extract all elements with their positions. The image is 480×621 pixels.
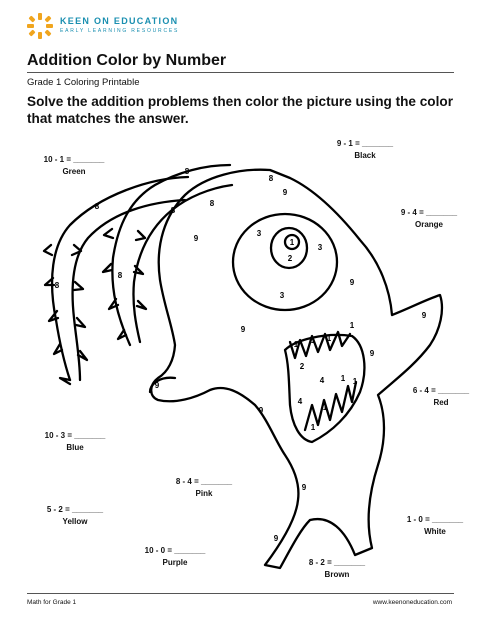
color-key-pink: 8 - 4 = _______ Pink [169, 477, 239, 498]
antenna-left-inner [71, 198, 187, 382]
key-problem: 8 - 4 = _______ [175, 477, 233, 486]
key-problem: 10 - 1 = _______ [43, 155, 105, 164]
teeth-bottom [303, 380, 358, 432]
key-color: White [424, 527, 446, 536]
key-color: Pink [195, 489, 213, 498]
antenna-right-outer [111, 163, 232, 347]
brand-tagline: EARLY LEARNING RESOURCES [60, 28, 180, 34]
color-key-brown: 8 - 2 = _______ Brown [302, 558, 372, 579]
region-number: 9 [274, 534, 279, 543]
region-number: 8 [269, 174, 274, 183]
color-key-orange: 9 - 4 = _______ Orange [394, 208, 464, 229]
region-number: 8 [185, 167, 190, 176]
eye-outer [231, 212, 339, 312]
color-key-yellow: 5 - 2 = _______ Yellow [40, 505, 110, 526]
region-number: 8 [55, 281, 60, 290]
brand-logo: KEEN ON EDUCATION EARLY LEARNING RESOURC… [26, 12, 226, 46]
antenna-left-spikes [42, 243, 89, 386]
antenna-right-spikes [101, 227, 148, 341]
region-number: 9 [283, 188, 288, 197]
mouth-outline [283, 333, 366, 444]
key-problem: 1 - 0 = _______ [406, 515, 464, 524]
key-color: Orange [414, 220, 443, 229]
region-number: 4 [298, 397, 303, 406]
region-number: 1 [327, 334, 332, 343]
key-color: Yellow [62, 517, 88, 526]
sun-burst-logo-icon [27, 13, 53, 39]
color-key-white: 1 - 0 = _______ White [400, 515, 470, 536]
footer-website-link[interactable]: www.keenoneducation.com [372, 599, 452, 606]
page-title: Addition Color by Number [27, 52, 227, 69]
region-number: 1 [294, 340, 299, 349]
key-problem: 8 - 2 = _______ [308, 558, 366, 567]
region-number: 8 [118, 271, 123, 280]
region-number: 9 [194, 234, 199, 243]
region-number: 8 [95, 202, 100, 211]
key-problem: 9 - 4 = _______ [400, 208, 458, 217]
key-color: Red [433, 398, 449, 407]
region-number: 1 [323, 403, 328, 412]
region-number: 1 [290, 238, 295, 247]
page-subtitle: Grade 1 Coloring Printable [27, 77, 140, 88]
region-number: 8 [210, 199, 215, 208]
region-number: 2 [288, 254, 293, 263]
region-number: 9 [241, 325, 246, 334]
region-number: 1 [341, 374, 346, 383]
region-number: 1 [311, 423, 316, 432]
key-color: Brown [324, 570, 350, 579]
key-problem: 9 - 1 = _______ [336, 139, 394, 148]
eye-iris [269, 226, 309, 270]
brand-name: KEEN ON EDUCATION [60, 16, 179, 26]
region-number: 9 [302, 483, 307, 492]
body-outline [150, 168, 444, 570]
region-number: 3 [318, 243, 323, 252]
region-number: 1 [350, 321, 355, 330]
arm-left [148, 376, 177, 394]
region-number: 3 [257, 229, 262, 238]
key-color: Blue [66, 443, 84, 452]
color-key-green: 10 - 1 = _______ Green [39, 155, 109, 176]
teeth-top [288, 330, 352, 360]
region-number: 1 [311, 336, 316, 345]
eye-pupil [283, 233, 301, 251]
region-number: 8 [171, 206, 176, 215]
region-number: 9 [350, 278, 355, 287]
region-number: 9 [259, 406, 264, 415]
region-number: 9 [422, 311, 427, 320]
region-number: 9 [370, 349, 375, 358]
region-number: 1 [353, 377, 358, 386]
region-number: 3 [280, 291, 285, 300]
antenna-right-inner [132, 183, 234, 344]
key-problem: 10 - 0 = _______ [144, 546, 206, 555]
region-number: 2 [300, 362, 305, 371]
footer-grade-label: Math for Grade 1 [27, 599, 77, 606]
color-key-purple: 10 - 0 = _______ Purple [140, 546, 210, 567]
footer-divider [27, 593, 454, 594]
region-number: 4 [320, 376, 325, 385]
color-key-blue: 10 - 3 = _______ Blue [40, 431, 110, 452]
key-problem: 10 - 3 = _______ [44, 431, 106, 440]
instructions: Solve the addition problems then color t… [27, 94, 453, 126]
key-color: Purple [162, 558, 188, 567]
key-color: Black [354, 151, 376, 160]
key-problem: 5 - 2 = _______ [46, 505, 104, 514]
region-number: 9 [155, 381, 160, 390]
color-key-black: 9 - 1 = _______ Black [330, 139, 400, 160]
title-divider [27, 72, 454, 73]
key-problem: 6 - 4 = _______ [412, 386, 470, 395]
color-key-red: 6 - 4 = _______ Red [406, 386, 476, 407]
key-color: Green [62, 167, 86, 176]
